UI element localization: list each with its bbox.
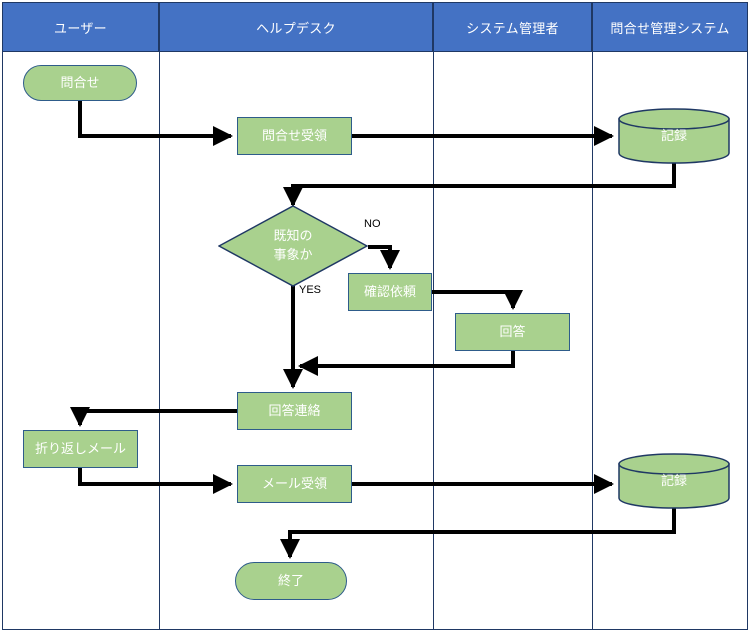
decision-diamond-icon [218, 205, 368, 287]
node-callbackmail-label: 折り返しメール [34, 440, 126, 456]
node-mailreceive-label: メール受領 [261, 475, 327, 491]
edge-decision-no-to-confirmreq [368, 245, 400, 270]
node-callbackmail[interactable]: 折り返しメール [23, 430, 138, 468]
node-mailreceive[interactable]: メール受領 [237, 465, 352, 503]
lane-divider-3 [592, 52, 593, 630]
database-icon [618, 453, 730, 509]
node-decision-label-line1: 既知の [273, 228, 313, 244]
lane-header-ticketsystem: 問合せ管理システム [592, 2, 748, 52]
node-start-label: 問合せ [60, 74, 100, 90]
node-record2-label: 記録 [660, 472, 687, 488]
edge-answercall-to-callbackmail [70, 407, 237, 427]
node-answercall[interactable]: 回答連絡 [237, 392, 352, 430]
edge-start-to-receive [78, 101, 233, 146]
node-decision-label-line2: 事象か [273, 247, 313, 262]
node-end[interactable]: 終了 [235, 562, 347, 600]
edge-record1-to-decision [283, 161, 676, 207]
node-receive[interactable]: 問合せ受領 [237, 117, 352, 155]
lane-header-helpdesk: ヘルプデスク [159, 2, 433, 52]
node-decision-label: 既知の 事象か [273, 227, 312, 265]
edge-record2-to-end [280, 506, 676, 559]
node-answercall-label: 回答連絡 [268, 402, 321, 418]
node-record1[interactable]: 記録 [618, 108, 730, 164]
node-receive-label: 問合せ受領 [261, 127, 327, 143]
database-icon [618, 108, 730, 164]
node-answer[interactable]: 回答 [455, 313, 570, 351]
node-record2[interactable]: 記録 [618, 453, 730, 509]
node-record1-label: 記録 [660, 127, 687, 143]
lane-divider-1 [159, 52, 160, 630]
lane-header-sysadmin: システム管理者 [433, 2, 592, 52]
node-answer-label: 回答 [499, 323, 526, 339]
lane-header-sysadmin-label: システム管理者 [466, 20, 559, 36]
lane-header-user: ユーザー [2, 2, 159, 52]
lane-header-helpdesk-label: ヘルプデスク [256, 20, 336, 36]
node-confirmreq[interactable]: 確認依頼 [348, 273, 432, 311]
node-start[interactable]: 問合せ [23, 65, 137, 101]
edge-answer-to-answercall [298, 351, 515, 376]
lane-header-user-label: ユーザー [54, 20, 107, 36]
lane-header-ticketsystem-label: 問合せ管理システム [610, 20, 730, 36]
node-end-label: 終了 [277, 572, 304, 588]
edge-confirmreq-to-answer [432, 290, 523, 310]
edge-callbackmail-to-mailreceive [78, 468, 233, 494]
lane-divider-2 [433, 52, 434, 630]
edge-label-yes: YES [299, 284, 322, 296]
edge-label-no: NO [364, 218, 381, 230]
node-decision[interactable]: 既知の 事象か [218, 205, 368, 287]
node-confirmreq-label: 確認依頼 [363, 283, 416, 299]
